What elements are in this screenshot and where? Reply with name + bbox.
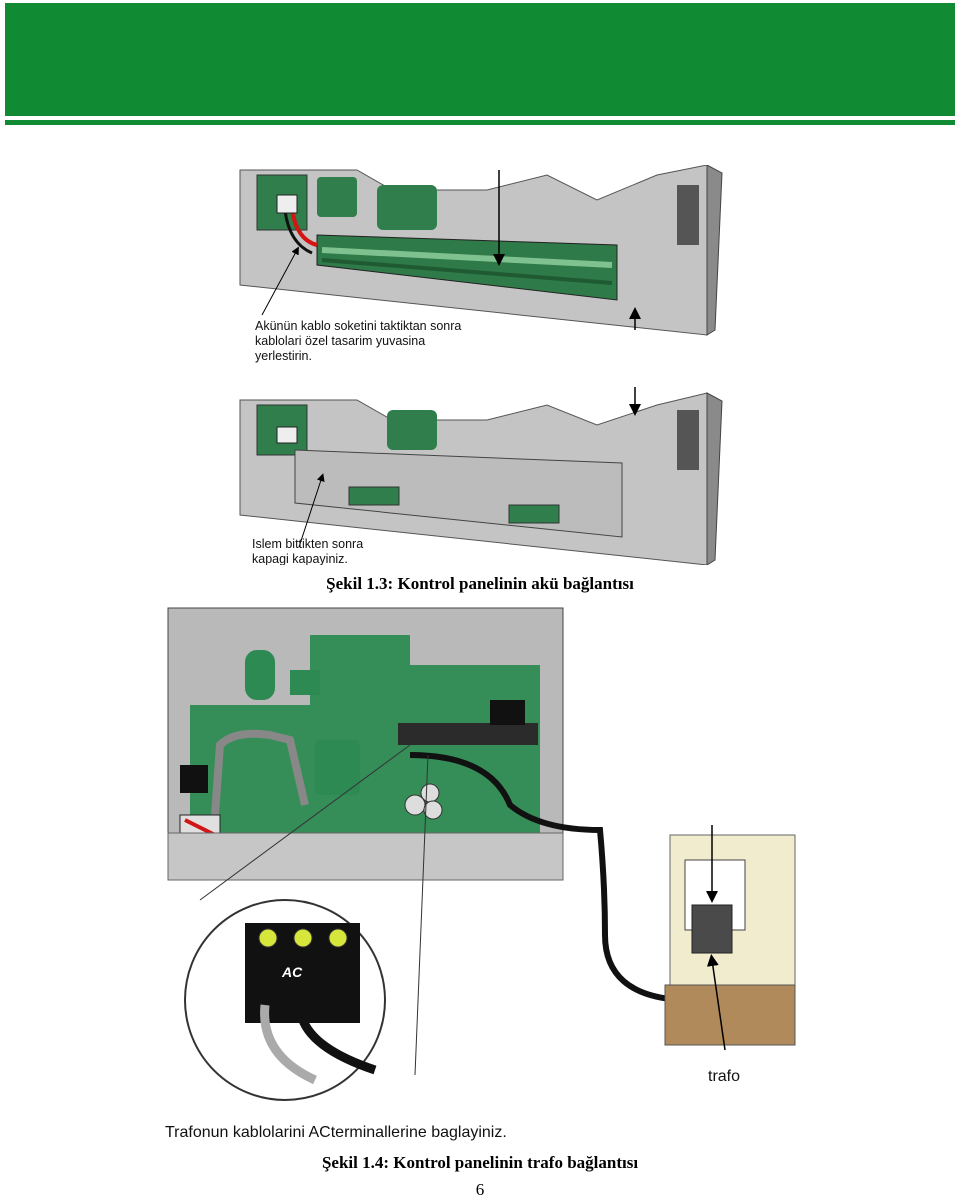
panel-open-illustration bbox=[239, 165, 723, 336]
transformer-instruction: Trafonun kablolarini ACterminallerine ba… bbox=[165, 1124, 507, 1141]
transformer-label: trafo bbox=[708, 1068, 740, 1085]
panel-closed-illustration bbox=[239, 387, 723, 565]
figure-battery-connection: Akünün kablo soketini taktiktan sonra ka… bbox=[239, 165, 723, 565]
figure-transformer-connection: AC trafo Trafonun kablolarini ACterminal… bbox=[165, 607, 796, 1141]
callout-top-line-3: yerlestirin. bbox=[255, 349, 312, 363]
wall-outlet-illustration bbox=[664, 825, 796, 1051]
callout-bottom-line-1: Islem bittikten sonra bbox=[252, 537, 363, 551]
figure-1-4-caption: Şekil 1.4: Kontrol panelinin trafo bağla… bbox=[321, 1153, 639, 1172]
callout-top-line-1: Akünün kablo soketini taktiktan sonra bbox=[255, 319, 461, 333]
header-rule bbox=[5, 120, 955, 125]
control-panel-board bbox=[167, 607, 564, 881]
terminal-zoom-illustration: AC bbox=[184, 744, 429, 1101]
header-band bbox=[5, 3, 955, 116]
page-number: 6 bbox=[475, 1180, 485, 1199]
ac-terminal-label: AC bbox=[281, 964, 303, 980]
figure-1-3-caption: Şekil 1.3: Kontrol panelinin akü bağlant… bbox=[326, 574, 634, 593]
callout-bottom-line-2: kapagi kapayiniz. bbox=[252, 552, 348, 565]
callout-top-line-2: kablolari özel tasarim yuvasina bbox=[255, 334, 425, 348]
